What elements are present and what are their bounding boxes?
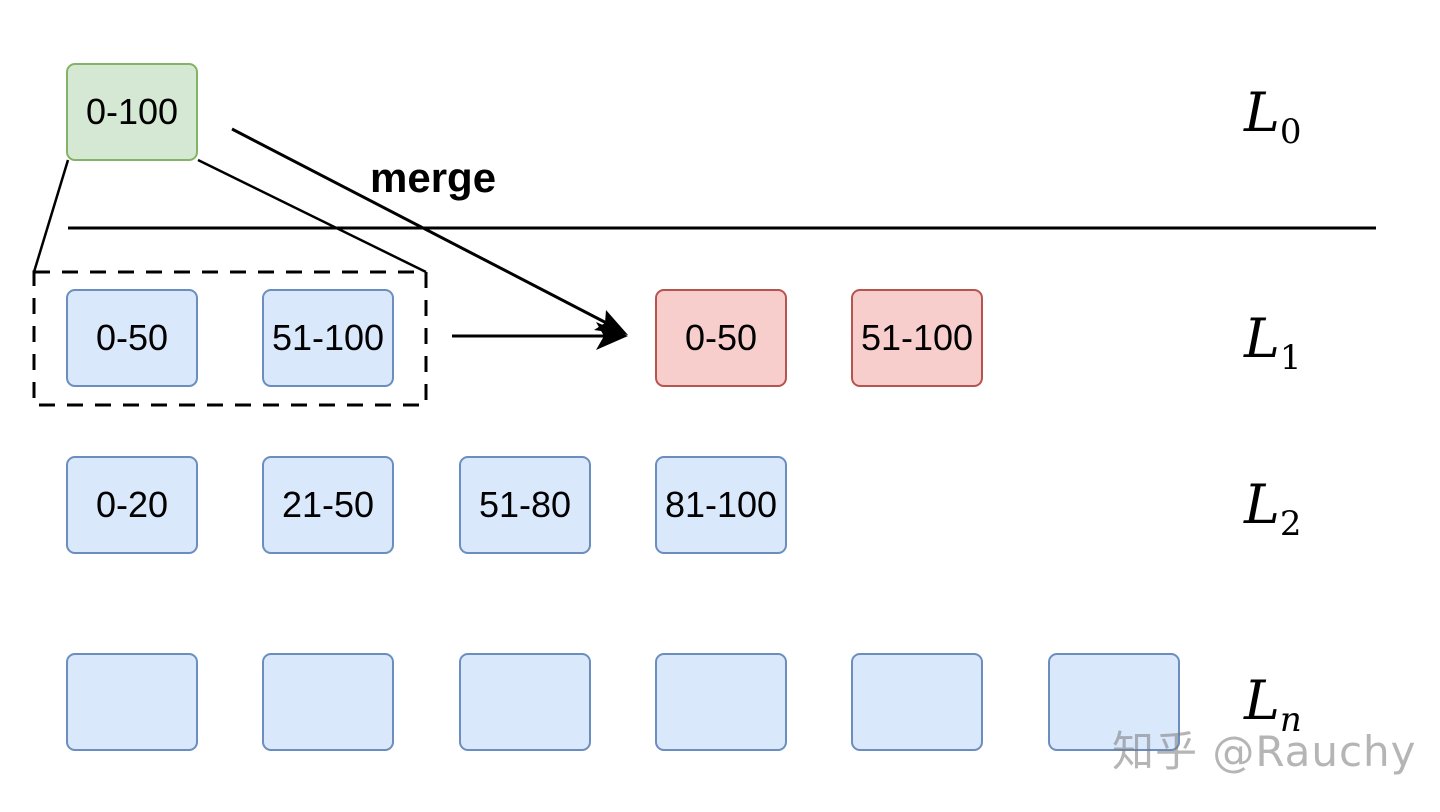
level-subscript: n — [1279, 699, 1302, 740]
l2-block: 81-100 — [655, 456, 787, 554]
selection-connector-left — [32, 159, 70, 273]
level-label-l2: L2 — [1244, 478, 1302, 541]
level-letter: L — [1244, 307, 1280, 370]
level-subscript: 1 — [1279, 337, 1302, 378]
level-subscript: 2 — [1279, 503, 1302, 544]
l1-new-block: 0-50 — [655, 289, 787, 387]
l1-new-block: 51-100 — [851, 289, 983, 387]
watermark: 知乎 @Rauchy — [1112, 727, 1417, 776]
merge-arrow-diagonal — [231, 127, 621, 332]
selection-connector-right — [197, 158, 427, 274]
ln-block — [851, 653, 983, 751]
ln-block — [262, 653, 394, 751]
merge-label: merge — [370, 154, 497, 201]
level-subscript: 0 — [1279, 111, 1302, 152]
l2-block: 21-50 — [262, 456, 394, 554]
ln-block — [655, 653, 787, 751]
ln-block — [1048, 653, 1180, 751]
ln-block — [459, 653, 591, 751]
level-label-l0: L0 — [1244, 86, 1302, 149]
level-letter: L — [1244, 669, 1280, 732]
ln-block — [66, 653, 198, 751]
l2-block: 0-20 — [66, 456, 198, 554]
l2-block: 51-80 — [459, 456, 591, 554]
level-label-ln: Ln — [1244, 674, 1302, 737]
merge-arrow-horizontal-head — [596, 322, 628, 350]
level-label-l1: L1 — [1244, 312, 1302, 375]
level-letter: L — [1244, 81, 1280, 144]
selection-dashed-box — [32, 270, 428, 407]
l1-old-block: 51-100 — [262, 289, 394, 387]
l0-block: 0-100 — [66, 63, 198, 161]
level-letter: L — [1244, 473, 1280, 536]
l1-old-block: 0-50 — [66, 289, 198, 387]
